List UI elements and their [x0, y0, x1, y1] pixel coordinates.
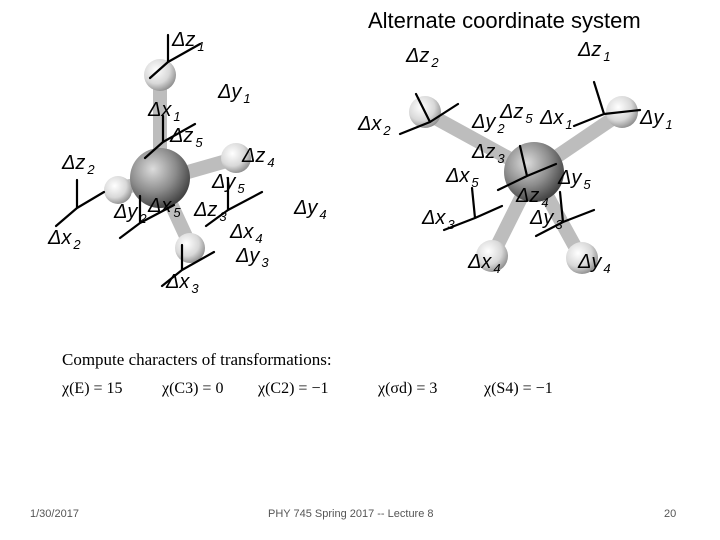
footer-page-number: 20 — [664, 508, 677, 520]
character-s4: χ(S4) = −1 — [484, 380, 553, 397]
hydrogen-atom — [566, 242, 598, 274]
hydrogen-atom — [104, 176, 132, 204]
footer-date: 1/30/2017 — [30, 508, 79, 520]
carbon-atom — [130, 148, 190, 208]
compute-heading: Compute characters of transformations: — [62, 350, 332, 369]
hydrogen-atom — [476, 240, 508, 272]
hydrogen-atom — [221, 143, 251, 173]
character-c3: χ(C3) = 0 — [162, 380, 224, 397]
character-list: χ(E) = 15 χ(C3) = 0 χ(C2) = −1 χ(σd) = 3… — [62, 380, 682, 404]
right-axes — [398, 80, 642, 238]
character-c2: χ(C2) = −1 — [258, 380, 329, 397]
footer-course: PHY 745 Spring 2017 -- Lecture 8 — [268, 508, 434, 520]
character-sigma-d: χ(σd) = 3 — [378, 380, 438, 397]
slide-title: Alternate coordinate system — [368, 8, 641, 33]
left-molecule — [104, 59, 251, 263]
left-axes — [54, 33, 264, 288]
hydrogen-atom — [144, 59, 176, 91]
character-e: χ(E) = 15 — [62, 380, 123, 397]
molecule-figure — [54, 33, 642, 288]
